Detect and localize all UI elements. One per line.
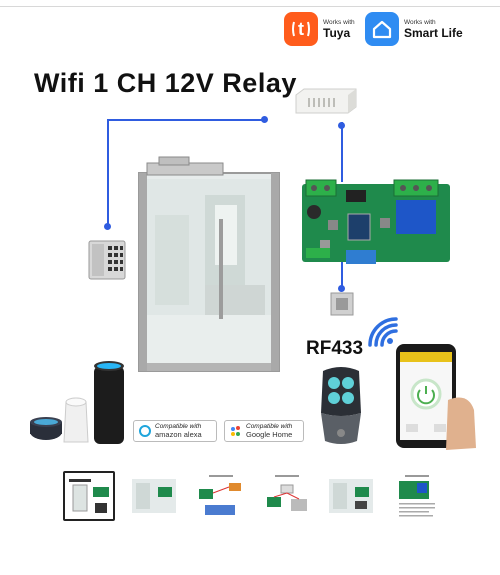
compat-google-line1: Compatible with — [246, 423, 293, 430]
smart-life-icon — [365, 12, 399, 46]
thumbnail-2[interactable] — [128, 471, 180, 521]
wire-dot — [104, 223, 111, 230]
rf433-label: RF433 — [306, 338, 364, 359]
tuya-badge: t Works with Tuya — [284, 12, 355, 46]
smart-life-label: Smart Life — [404, 25, 463, 40]
tuya-works-with: Works with — [323, 18, 355, 26]
keypad-image — [88, 240, 126, 280]
compat-alexa-line2: amazon alexa — [155, 430, 202, 439]
phone-image — [392, 340, 478, 454]
page-title: Wifi 1 CH 12V Relay — [34, 68, 297, 98]
smart-life-badge: Works with Smart Life — [365, 12, 463, 46]
compat-google-line2: Google Home — [246, 430, 293, 439]
thumbnail-6[interactable] — [391, 471, 443, 521]
wire-power — [341, 122, 343, 182]
top-divider — [0, 6, 500, 7]
wire-dot — [338, 285, 345, 292]
compatible-google-home-badge: Compatible with Google Home — [224, 420, 304, 442]
power-supply-image — [294, 87, 358, 115]
wire-dot — [261, 116, 268, 123]
wifi-signal-icon — [366, 315, 400, 349]
thumbnail-5[interactable] — [325, 471, 377, 521]
wire-dot — [338, 122, 345, 129]
google-home-icon — [231, 426, 240, 436]
thumbnail-1[interactable] — [63, 471, 115, 521]
wire-left — [107, 119, 109, 227]
smart-life-works-with: Works with — [404, 18, 436, 26]
tuya-label: Tuya — [323, 25, 351, 40]
compatible-alexa-badge: Compatible with amazon alexa — [133, 420, 217, 442]
push-button-image — [330, 292, 354, 316]
wire-button — [341, 255, 343, 289]
alexa-icon — [139, 425, 151, 437]
thumbnail-3[interactable] — [195, 471, 247, 521]
glass-door-image — [135, 155, 283, 375]
smart-speakers-image — [28, 356, 132, 446]
wire-top — [107, 119, 265, 121]
thumbnail-4[interactable] — [261, 471, 313, 521]
svg-text:t: t — [298, 19, 304, 39]
relay-board-image — [300, 178, 452, 268]
tuya-icon: t — [284, 12, 318, 46]
rf-remote-image — [315, 363, 367, 449]
compat-alexa-line1: Compatible with — [155, 423, 202, 430]
